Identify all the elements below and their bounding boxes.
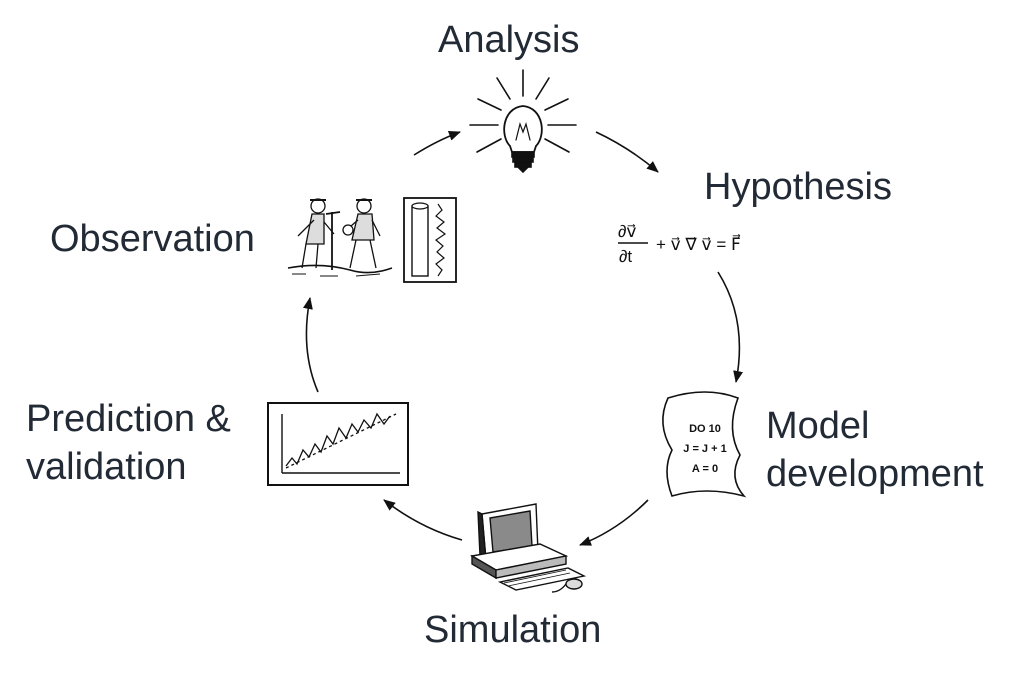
arrow-simulation-to-prediction	[383, 499, 463, 541]
equation-numerator: ∂v⃗	[618, 222, 636, 241]
stage-label-hypothesis: Hypothesis	[704, 166, 892, 208]
lightbulb-icon	[469, 69, 577, 174]
arrow-observation-to-analysis	[413, 131, 461, 156]
stage-label-prediction-line-2: validation	[26, 446, 187, 488]
equation-icon: ∂v⃗ ∂t + v⃗ ∇⃗ v⃗ = F⃗	[618, 222, 741, 266]
stage-label-prediction-line-1: Prediction &	[26, 398, 231, 440]
stage-label-observation: Observation	[50, 218, 255, 260]
code-line-3: A = 0	[692, 463, 718, 475]
arrow-hypothesis-to-model	[717, 271, 743, 383]
arrow-prediction-to-observation	[303, 297, 319, 393]
equation-denominator: ∂t	[619, 247, 632, 266]
computer-icon	[469, 503, 587, 593]
field-workers-icon	[287, 197, 457, 283]
equation-rest: + v⃗ ∇⃗ v⃗ = F⃗	[656, 234, 741, 254]
arrow-analysis-to-hypothesis	[595, 131, 659, 173]
cycle-arrows	[303, 131, 743, 546]
stage-label-simulation: Simulation	[424, 609, 602, 651]
stage-label-model-development: Model development	[766, 402, 984, 498]
stage-label-prediction: Prediction & validation	[26, 395, 231, 491]
code-line-1: DO 10	[689, 423, 721, 435]
stage-label-analysis: Analysis	[438, 19, 580, 61]
stage-label-model-line-1: Model	[766, 405, 870, 447]
arrow-model-to-simulation	[579, 499, 649, 546]
code-line-2: J = J + 1	[683, 443, 726, 455]
code-scroll-icon: DO 10 J = J + 1 A = 0	[662, 391, 747, 498]
stage-label-model-line-2: development	[766, 453, 984, 495]
trend-chart-icon	[267, 402, 409, 486]
